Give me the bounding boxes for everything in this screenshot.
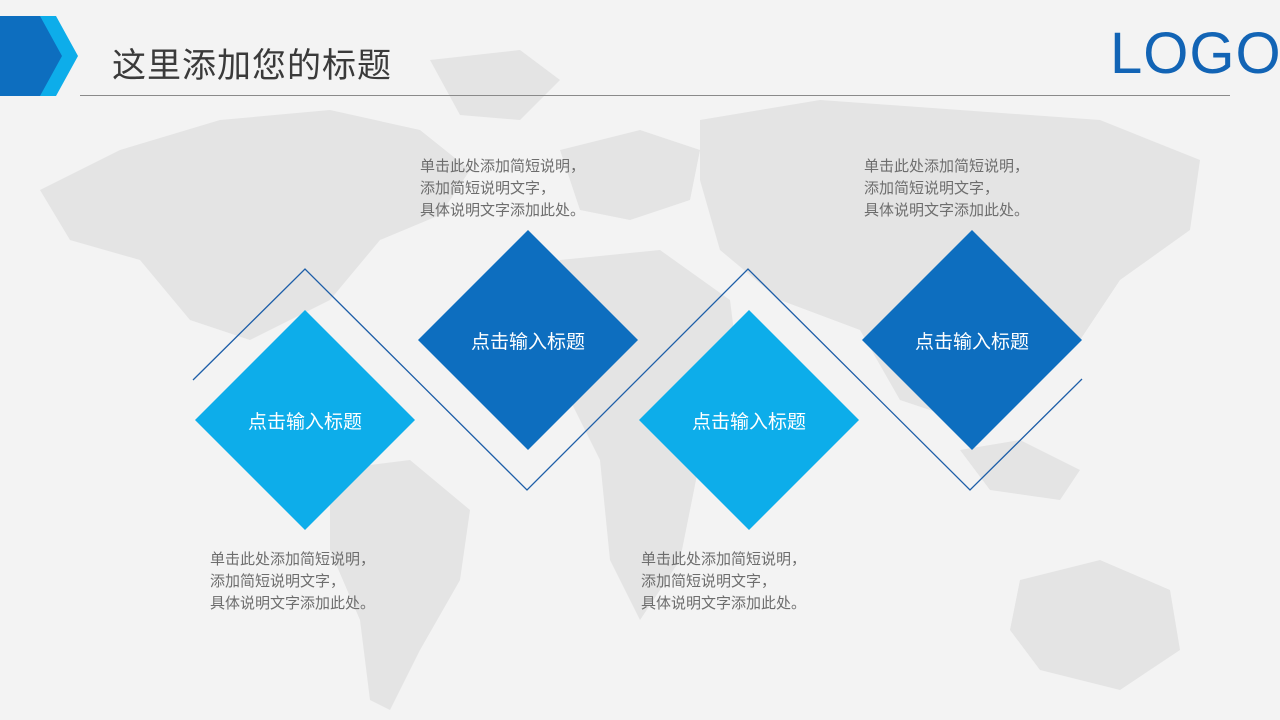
- step-1-title: 点击输入标题: [247, 410, 362, 433]
- step-2-description[interactable]: 单击此处添加简短说明， 添加简短说明文字， 具体说明文字添加此处。: [420, 155, 660, 221]
- step-4-title: 点击输入标题: [914, 330, 1029, 353]
- description-line: 具体说明文字添加此处。: [420, 201, 586, 219]
- description-line: 单击此处添加简短说明，: [864, 157, 1030, 175]
- description-line: 添加简短说明文字，: [210, 572, 346, 590]
- description-line: 单击此处添加简短说明，: [210, 550, 376, 568]
- step-2-title: 点击输入标题: [470, 330, 585, 353]
- description-line: 添加简短说明文字，: [864, 179, 1000, 197]
- description-line: 具体说明文字添加此处。: [864, 201, 1030, 219]
- description-line: 具体说明文字添加此处。: [641, 594, 807, 612]
- page-title: 这里添加您的标题: [112, 46, 392, 86]
- step-3-title: 点击输入标题: [691, 410, 806, 433]
- logo: LOGO: [1110, 21, 1280, 86]
- header-divider: [80, 95, 1230, 96]
- description-line: 具体说明文字添加此处。: [210, 594, 376, 612]
- step-3-description[interactable]: 单击此处添加简短说明， 添加简短说明文字， 具体说明文字添加此处。: [641, 548, 881, 614]
- description-line: 单击此处添加简短说明，: [641, 550, 807, 568]
- step-4-description[interactable]: 单击此处添加简短说明， 添加简短说明文字， 具体说明文字添加此处。: [864, 155, 1104, 221]
- header-arrow-icon: [0, 16, 78, 96]
- description-line: 添加简短说明文字，: [641, 572, 777, 590]
- description-line: 添加简短说明文字，: [420, 179, 556, 197]
- step-1-description[interactable]: 单击此处添加简短说明， 添加简短说明文字， 具体说明文字添加此处。: [210, 548, 450, 614]
- description-line: 单击此处添加简短说明，: [420, 157, 586, 175]
